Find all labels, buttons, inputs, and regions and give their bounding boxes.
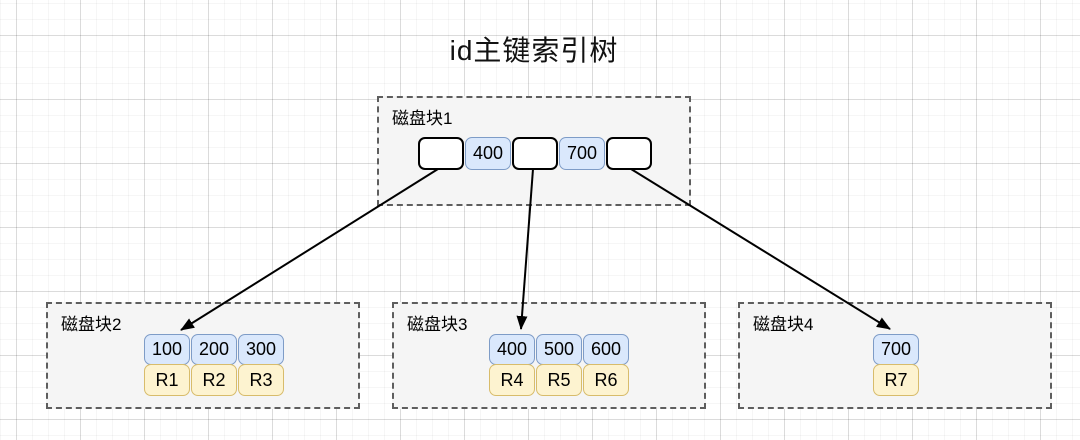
key-cell: 600 [583,334,629,365]
disk-block-2-cells: 100 200 300 R1 R2 R3 [144,334,284,396]
record-cell: R4 [489,364,535,396]
key-cell: 500 [536,334,582,365]
root-cell-row: 400 700 [418,137,652,170]
disk-block-4-cells: 700 R7 [873,334,919,396]
disk-block-4-label: 磁盘块4 [753,315,814,334]
disk-block-2: 磁盘块2 100 200 300 R1 R2 R3 [46,302,360,409]
disk-block-3-cells: 400 500 600 R4 R5 R6 [489,334,629,396]
disk-block-3: 磁盘块3 400 500 600 R4 R5 R6 [392,302,706,409]
disk-block-4: 磁盘块4 700 R7 [738,302,1052,409]
key-cell: 200 [191,334,237,365]
root-pointer-cell-3 [606,137,652,170]
record-cell: R2 [191,364,237,396]
record-row: R4 R5 R6 [489,364,629,396]
disk-block-1: 磁盘块1 400 700 [377,96,691,206]
record-row: R1 R2 R3 [144,364,284,396]
key-cell: 300 [238,334,284,365]
record-row: R7 [873,364,919,396]
record-cell: R1 [144,364,190,396]
disk-block-2-label: 磁盘块2 [61,315,122,334]
key-row: 400 500 600 [489,334,629,365]
disk-block-1-label: 磁盘块1 [392,109,453,128]
disk-block-3-label: 磁盘块3 [407,315,468,334]
key-cell: 700 [873,334,919,365]
root-key-cell-700: 700 [559,137,605,170]
root-pointer-cell-2 [512,137,558,170]
key-row: 100 200 300 [144,334,284,365]
record-cell: R7 [873,364,919,396]
key-row: 700 [873,334,919,365]
key-cell: 400 [489,334,535,365]
record-cell: R5 [536,364,582,396]
diagram-title: id主键索引树 [449,35,619,66]
root-pointer-cell-1 [418,137,464,170]
root-key-cell-400: 400 [465,137,511,170]
record-cell: R6 [583,364,629,396]
record-cell: R3 [238,364,284,396]
key-cell: 100 [144,334,190,365]
